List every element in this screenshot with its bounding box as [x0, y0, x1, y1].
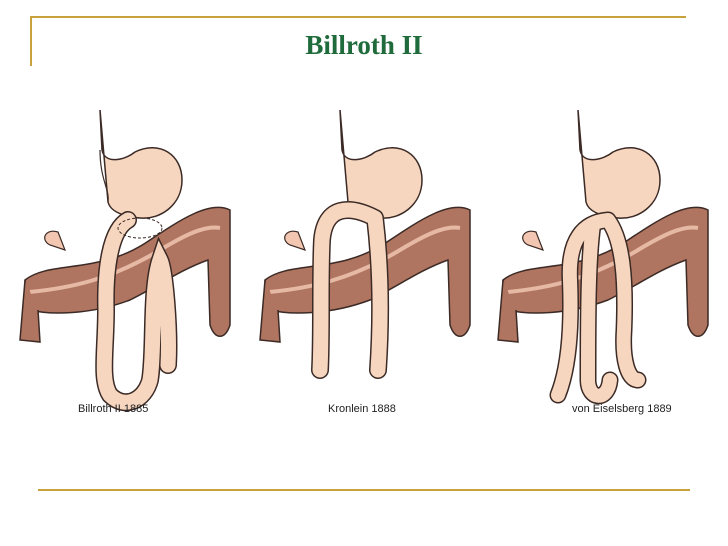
bottom-divider: [38, 489, 690, 491]
top-divider: [30, 16, 686, 18]
jejunal-loop: [549, 211, 647, 405]
left-accent-bar: [30, 16, 32, 66]
jejunal-loop: [311, 201, 390, 379]
stomach: [577, 110, 661, 219]
jejunal-loop: [95, 211, 178, 412]
illustration-panels: [0, 110, 728, 440]
kronlein-1888-illustration: [259, 110, 471, 379]
von-eiselsberg-1889-illustration: [497, 110, 709, 405]
stomach: [99, 110, 183, 219]
slide-title: Billroth II: [305, 30, 423, 60]
caption-kronlein-1888: Kronlein 1888: [328, 403, 396, 415]
caption-billroth-ii-1885: Billroth II 1885: [78, 403, 149, 415]
billroth-ii-1885-illustration: [19, 110, 231, 412]
colon: [259, 206, 471, 343]
caption-von-eiselsberg-1889: von Eiselsberg 1889: [572, 403, 672, 415]
